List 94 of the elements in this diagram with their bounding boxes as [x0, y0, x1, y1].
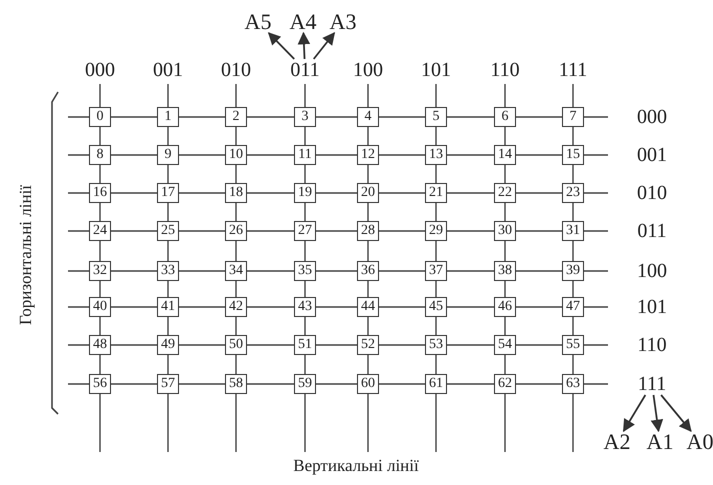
- memory-cell: 43: [294, 297, 316, 317]
- memory-cell: 0: [89, 107, 111, 127]
- column-address: 000: [84, 59, 116, 81]
- memory-cell: 18: [225, 183, 247, 203]
- axis-title: Вертикальні лінії: [293, 456, 419, 476]
- memory-cell: 61: [425, 374, 447, 394]
- memory-cell: 38: [494, 261, 516, 281]
- memory-cell: 40: [89, 297, 111, 317]
- memory-cell: 55: [562, 335, 584, 355]
- memory-cell: 48: [89, 335, 111, 355]
- memory-cell: 49: [157, 335, 179, 355]
- memory-cell: 20: [357, 183, 379, 203]
- memory-cell: 31: [562, 221, 584, 241]
- memory-cell: 11: [294, 145, 316, 165]
- row-address: 101: [636, 296, 668, 318]
- memory-cell: 44: [357, 297, 379, 317]
- memory-cell: 41: [157, 297, 179, 317]
- memory-cell: 47: [562, 297, 584, 317]
- memory-cell: 52: [357, 335, 379, 355]
- memory-cell: 23: [562, 183, 584, 203]
- arrow: [268, 32, 295, 60]
- memory-cell: 25: [157, 221, 179, 241]
- memory-cell: 21: [425, 183, 447, 203]
- address-bit: A3: [328, 11, 358, 33]
- memory-cell: 39: [562, 261, 584, 281]
- memory-cell: 56: [89, 374, 111, 394]
- column-address: 010: [220, 59, 252, 81]
- memory-cell: 17: [157, 183, 179, 203]
- memory-cell: 60: [357, 374, 379, 394]
- memory-cell: 15: [562, 145, 584, 165]
- row-address: 011: [636, 220, 668, 242]
- address-bit: A5: [244, 11, 272, 33]
- memory-cell: 30: [494, 221, 516, 241]
- memory-cell: 46: [494, 297, 516, 317]
- address-bit: A1: [646, 431, 674, 453]
- memory-cell: 45: [425, 297, 447, 317]
- memory-cell: 19: [294, 183, 316, 203]
- memory-cell: 14: [494, 145, 516, 165]
- address-bit: A0: [686, 431, 713, 453]
- address-code: 011: [289, 59, 321, 81]
- address-bit: A2: [602, 431, 632, 453]
- memory-cell: 51: [294, 335, 316, 355]
- memory-cell: 1: [157, 107, 179, 127]
- row-address: 100: [636, 260, 668, 282]
- memory-cell: 29: [425, 221, 447, 241]
- memory-cell: 62: [494, 374, 516, 394]
- arrow: [660, 394, 692, 432]
- column-address: 100: [352, 59, 384, 81]
- row-address: 001: [636, 144, 668, 166]
- memory-cell: 34: [225, 261, 247, 281]
- memory-cell: 37: [425, 261, 447, 281]
- row-address: 000: [636, 106, 668, 128]
- memory-cell: 5: [425, 107, 447, 127]
- memory-cell: 27: [294, 221, 316, 241]
- memory-cell: 42: [225, 297, 247, 317]
- memory-cell: 35: [294, 261, 316, 281]
- column-address: 110: [489, 59, 521, 81]
- axis-title: Горизонтальні лінії: [16, 184, 36, 326]
- memory-cell: 2: [225, 107, 247, 127]
- arrow: [313, 32, 336, 60]
- memory-cell: 12: [357, 145, 379, 165]
- memory-cell: 53: [425, 335, 447, 355]
- memory-cell: 24: [89, 221, 111, 241]
- column-address: 101: [420, 59, 452, 81]
- memory-cell: 50: [225, 335, 247, 355]
- address-code: 111: [636, 373, 668, 395]
- arrow: [298, 32, 310, 60]
- memory-cell: 16: [89, 183, 111, 203]
- memory-cell: 63: [562, 374, 584, 394]
- memory-cell: 33: [157, 261, 179, 281]
- memory-cell: 58: [225, 374, 247, 394]
- arrow: [622, 394, 646, 432]
- memory-cell: 4: [357, 107, 379, 127]
- column-address: 111: [558, 59, 588, 81]
- row-address: 110: [636, 334, 668, 356]
- memory-cell: 22: [494, 183, 516, 203]
- memory-cell: 57: [157, 374, 179, 394]
- memory-cell: 32: [89, 261, 111, 281]
- memory-cell: 10: [225, 145, 247, 165]
- memory-cell: 6: [494, 107, 516, 127]
- memory-cell: 3: [294, 107, 316, 127]
- arrow: [650, 394, 664, 432]
- memory-cell: 59: [294, 374, 316, 394]
- memory-cell: 26: [225, 221, 247, 241]
- column-address: 001: [152, 59, 184, 81]
- memory-cell: 28: [357, 221, 379, 241]
- memory-cell: 7: [562, 107, 584, 127]
- memory-cell: 9: [157, 145, 179, 165]
- memory-cell: 54: [494, 335, 516, 355]
- memory-cell: 8: [89, 145, 111, 165]
- row-address: 010: [636, 182, 668, 204]
- address-bit: A4: [288, 11, 318, 33]
- memory-cell: 36: [357, 261, 379, 281]
- memory-cell: 13: [425, 145, 447, 165]
